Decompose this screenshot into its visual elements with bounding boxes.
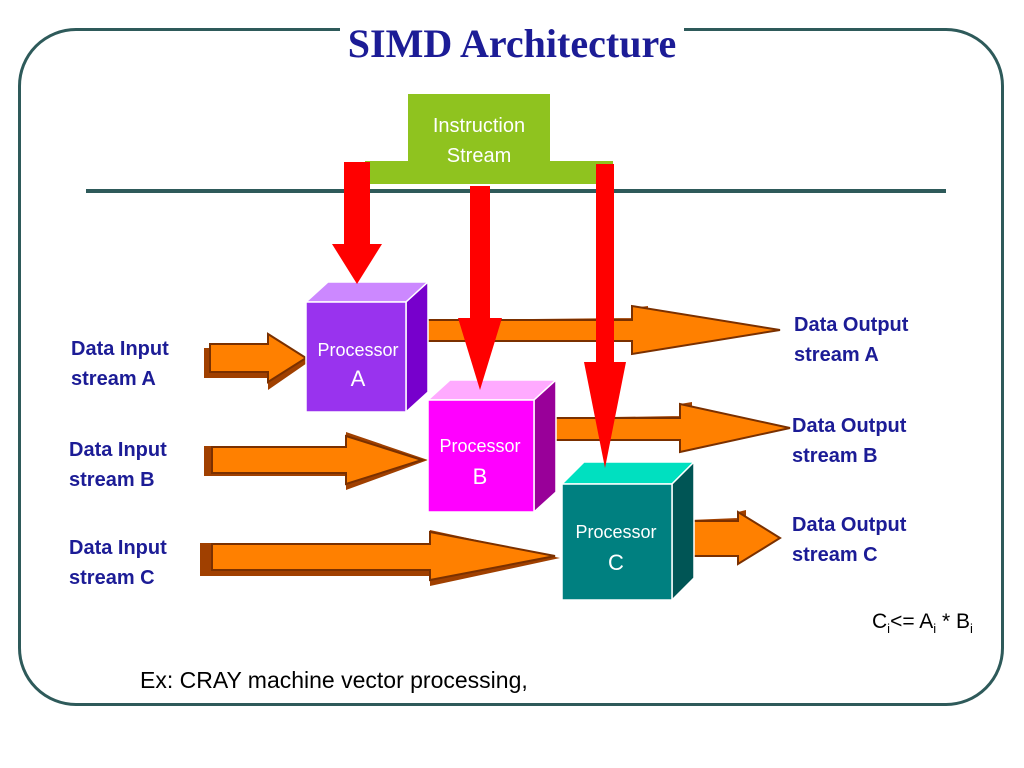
- output-arrow-b: [544, 402, 791, 454]
- output-arrow-c: [684, 510, 782, 566]
- output-label-c-line1: Data Output: [792, 514, 907, 536]
- input-label-a-line2: stream A: [71, 368, 156, 390]
- instruction-label-line2: Stream: [447, 145, 511, 167]
- processor-c-letter: C: [608, 550, 624, 575]
- formula-mul: * B: [936, 610, 971, 633]
- input-label-c: Data Input stream C: [69, 533, 167, 593]
- formula-sub-1: i: [887, 621, 891, 637]
- output-label-b-line1: Data Output: [792, 415, 907, 437]
- processor-a-word: Processor: [317, 340, 398, 360]
- input-arrow-a: [204, 332, 310, 390]
- output-label-b: Data Output stream B: [792, 411, 906, 471]
- input-label-b-line2: stream B: [69, 469, 155, 491]
- formula-c: C: [872, 610, 888, 633]
- output-label-a-line2: stream A: [794, 344, 879, 366]
- output-label-c: Data Output stream C: [792, 510, 906, 570]
- page-title-text: SIMD Architecture: [339, 21, 685, 66]
- instruction-stream: Instruction Stream: [365, 94, 613, 184]
- instruction-arrow-b: [458, 186, 502, 390]
- page-title: SIMD Architecture: [0, 20, 1024, 67]
- input-label-c-line2: stream C: [69, 567, 155, 589]
- processor-c: Processor C: [560, 460, 696, 602]
- processor-b-letter: B: [473, 464, 488, 489]
- processor-b: Processor B: [426, 378, 558, 514]
- output-label-c-line2: stream C: [792, 544, 878, 566]
- instruction-label-line1: Instruction: [433, 115, 525, 137]
- formula-op: <= A: [890, 610, 934, 633]
- input-label-a: Data Input stream A: [71, 334, 169, 394]
- output-label-a: Data Output stream A: [794, 310, 908, 370]
- instruction-arrow-a: [332, 162, 382, 284]
- output-label-a-line1: Data Output: [794, 314, 909, 336]
- input-arrow-c: [200, 530, 560, 586]
- caption: Ex: CRAY machine vector processing,: [140, 667, 528, 693]
- formula-sub-2: i: [933, 621, 937, 637]
- input-arrow-b: [204, 432, 428, 490]
- output-label-b-line2: stream B: [792, 445, 878, 467]
- processor-b-word: Processor: [439, 436, 520, 456]
- formula: Ci<= Ai * Bi: [872, 610, 973, 636]
- input-label-b: Data Input stream B: [69, 435, 167, 495]
- input-label-b-line1: Data Input: [69, 439, 167, 461]
- processor-c-word: Processor: [575, 522, 656, 542]
- instruction-arrow-c: [584, 164, 626, 468]
- processor-a: Processor A: [304, 280, 430, 414]
- input-label-c-line1: Data Input: [69, 537, 167, 559]
- input-label-a-line1: Data Input: [71, 338, 169, 360]
- processor-a-letter: A: [351, 366, 366, 391]
- formula-sub-3: i: [970, 621, 973, 637]
